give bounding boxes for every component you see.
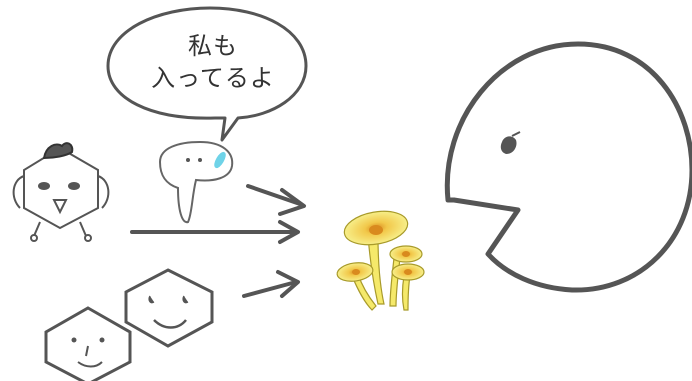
hexagon-face-front [44,306,132,381]
speech-bubble-text: 私も 入ってるよ [128,30,298,94]
big-mouth-character [444,41,692,293]
hexagon-boy-character [12,142,110,242]
speech-line-1: 私も [188,32,238,60]
arrow-from-faces [242,270,300,298]
ghost-character [158,140,234,224]
speech-line-2: 入ってるよ [151,64,275,92]
arrows [130,184,306,298]
speech-bubble [106,6,308,142]
hexagon-face-back [124,268,214,348]
arrow-from-boy [130,220,300,244]
mushroom-cluster [336,210,425,311]
arrow-from-ghost [246,184,306,216]
